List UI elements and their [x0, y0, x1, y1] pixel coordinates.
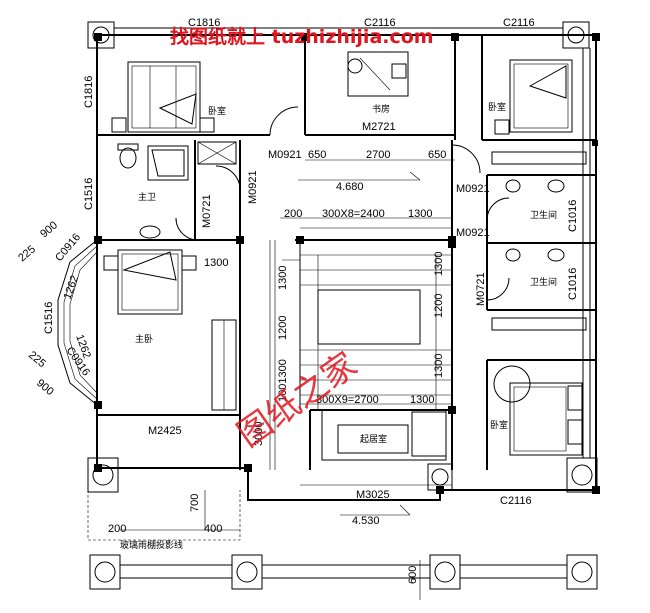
label-c1516-left: C1516	[83, 178, 95, 210]
label-c2116-mid: C2116	[364, 17, 396, 29]
label-m0721-b: M0721	[475, 272, 487, 306]
label-m2425: M2425	[148, 425, 182, 437]
bay-window	[57, 239, 98, 406]
label-c0916-a: C0916	[53, 231, 83, 264]
dim-650-left: 650	[308, 149, 326, 161]
room-bath-2: 卫生间	[530, 276, 557, 288]
dim-1200-left: 1200	[277, 316, 289, 340]
dim-stair-bottom: 300X9=2700	[316, 394, 379, 406]
wardrobe	[211, 319, 237, 411]
bed-master	[103, 249, 197, 315]
label-m0921-a: M0921	[268, 149, 302, 161]
dim-1300-master: 1300	[204, 257, 228, 269]
balustrades	[114, 27, 591, 579]
dim-200: 200	[284, 208, 302, 220]
dim-3000: 3000	[253, 422, 265, 446]
watermark-top: 找图纸就上 tuzhizhijia.com	[170, 25, 434, 48]
canopy-note: 玻璃雨棚投影线	[120, 539, 183, 551]
label-c1016-b: C1016	[567, 268, 579, 300]
dim-stair-top: 300X8=2400	[322, 208, 385, 220]
dim-2700: 2700	[366, 149, 390, 161]
dim-900-top: 900	[38, 219, 60, 240]
dim-200-bottom: 200	[108, 523, 126, 535]
label-m0921-b: M0921	[247, 170, 259, 204]
dim-1300-top: 1300	[408, 208, 432, 220]
pillars	[87, 21, 598, 590]
label-c2116-bottom: C2116	[500, 495, 532, 507]
room-master-bed: 主卧	[135, 333, 153, 345]
label-m0721-a: M0721	[201, 194, 213, 228]
dim-1300-right-bottom: 1300	[433, 354, 445, 378]
doors	[197, 106, 510, 221]
label-c1016-a: C1016	[567, 200, 579, 232]
label-c2116-right: C2116	[503, 17, 535, 29]
bed-ne	[494, 59, 573, 135]
dim-1300-stair-left: 1300	[277, 266, 289, 290]
walls	[96, 34, 597, 501]
room-master-bath: 主卫	[138, 191, 156, 203]
dim-1300-right-top: 1300	[433, 252, 445, 276]
label-m0921-d: M0921	[456, 227, 490, 239]
room-bedroom-nw: 卧室	[208, 105, 226, 117]
label-c1516-bay: C1516	[43, 302, 55, 334]
label-m2721: M2721	[362, 121, 396, 133]
dim-400: 400	[204, 523, 222, 535]
dim-600: 600	[407, 566, 419, 584]
label-m3025: M3025	[356, 489, 390, 501]
dim-225-top: 225	[16, 243, 38, 264]
dimension-lines	[120, 159, 455, 600]
dim-1001300: 1001300	[277, 359, 289, 402]
bed-nw	[111, 61, 215, 133]
room-study: 书房	[372, 103, 390, 115]
label-c1816-top: C1816	[188, 17, 220, 29]
stair	[300, 254, 452, 410]
room-bath-1: 卫生间	[530, 209, 557, 221]
label-m0921-c: M0921	[456, 183, 490, 195]
desk-study	[347, 51, 409, 97]
sofa-living	[321, 410, 447, 461]
dimension-texts: 650 2700 650 4.680 200 300X8=2400 1300 1…	[16, 149, 446, 584]
canopy-outline	[87, 490, 241, 541]
room-living: 起居室	[360, 433, 387, 445]
dim-1300-bottom: 1300	[410, 394, 434, 406]
dim-700: 700	[189, 494, 201, 512]
dim-900-bottom: 900	[34, 377, 56, 398]
dim-650-right: 650	[428, 149, 446, 161]
label-c1816-left: C1816	[83, 76, 95, 108]
elevation-4680: 4.680	[336, 181, 364, 193]
bath-fixtures	[117, 143, 565, 301]
elevation-4530: 4.530	[352, 515, 380, 527]
room-labels: 卧室 书房 卧室 主卫 主卧 卫生间 卫生间 起居室 卧室 玻璃雨棚投影线	[120, 101, 557, 551]
dim-225-bottom: 225	[26, 349, 48, 370]
dim-1200-right: 1200	[433, 294, 445, 318]
bed-se	[493, 365, 583, 456]
room-bedroom-ne: 卧室	[488, 101, 506, 113]
room-bedroom-se: 卧室	[490, 419, 508, 431]
